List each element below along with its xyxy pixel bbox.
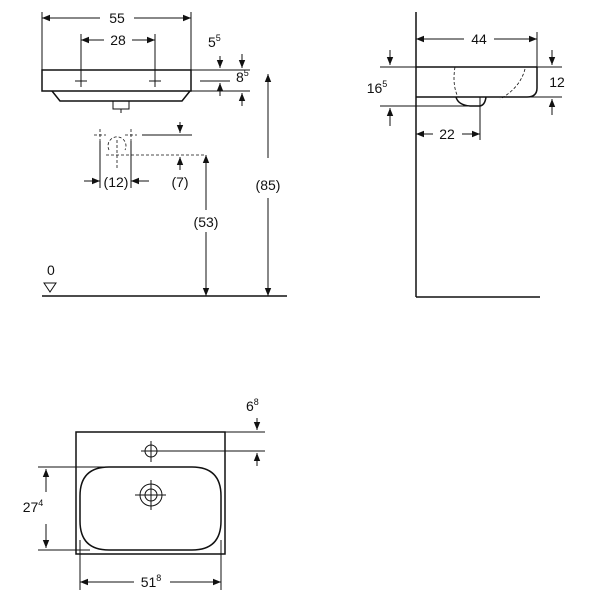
top-basin-outline xyxy=(75,431,226,555)
dim-front-width-label: 55 xyxy=(109,10,125,26)
side-view: 44 165 12 22 xyxy=(367,12,565,298)
dim-valve-spacing-label: (12) xyxy=(104,174,129,190)
dim-overall-height-label: (85) xyxy=(256,177,281,193)
dim-side-height: 165 xyxy=(367,50,470,126)
dim-valve-height: (53) xyxy=(194,155,219,296)
dim-rim-top-label: 55 xyxy=(208,33,221,50)
dim-tap-offset: 68 xyxy=(160,397,265,466)
floor-level-label: 0 xyxy=(47,262,55,278)
front-view: 55 28 55 85 (85) xyxy=(41,10,287,297)
dim-side-basin-height-label: 12 xyxy=(549,74,565,90)
dim-rim-top: 55 xyxy=(191,33,250,96)
dim-tap-offset-label: 68 xyxy=(246,397,259,414)
dim-valve-drop-label: (7) xyxy=(171,174,188,190)
dim-drain-offset: 22 xyxy=(416,112,481,142)
dim-bowl-width: 518 xyxy=(79,540,222,590)
dim-basin-thickness-label: 85 xyxy=(236,68,249,85)
side-basin-outline xyxy=(416,66,538,112)
dim-drain-offset-label: 22 xyxy=(439,126,455,142)
top-view: 68 274 518 xyxy=(23,397,265,590)
dim-basin-thickness: 85 xyxy=(191,54,250,106)
dim-bowl-depth-label: 274 xyxy=(23,498,44,515)
top-tap-hole xyxy=(141,441,162,462)
dim-overall-height: (85) xyxy=(256,74,281,296)
dim-valve-height-label: (53) xyxy=(194,214,219,230)
dim-bowl-width-label: 518 xyxy=(141,573,162,590)
top-drain xyxy=(135,480,166,510)
dim-valve-spacing: (12) xyxy=(84,174,149,190)
dim-tap-spacing: 28 xyxy=(80,32,156,75)
dim-valve-drop: (7) xyxy=(142,122,192,190)
dim-side-depth-label: 44 xyxy=(471,31,487,47)
dim-tap-spacing-label: 28 xyxy=(110,32,126,48)
front-tap-hole-right xyxy=(149,75,161,87)
dim-side-basin-height: 12 xyxy=(527,50,565,115)
dim-bowl-depth: 274 xyxy=(23,466,109,551)
front-tap-hole-left xyxy=(75,75,87,87)
dim-front-width: 55 xyxy=(41,10,192,70)
dim-side-depth: 44 xyxy=(416,31,538,67)
front-basin-outline xyxy=(41,69,192,113)
floor-line: 0 xyxy=(42,262,287,297)
dim-side-height-label: 165 xyxy=(367,79,388,96)
